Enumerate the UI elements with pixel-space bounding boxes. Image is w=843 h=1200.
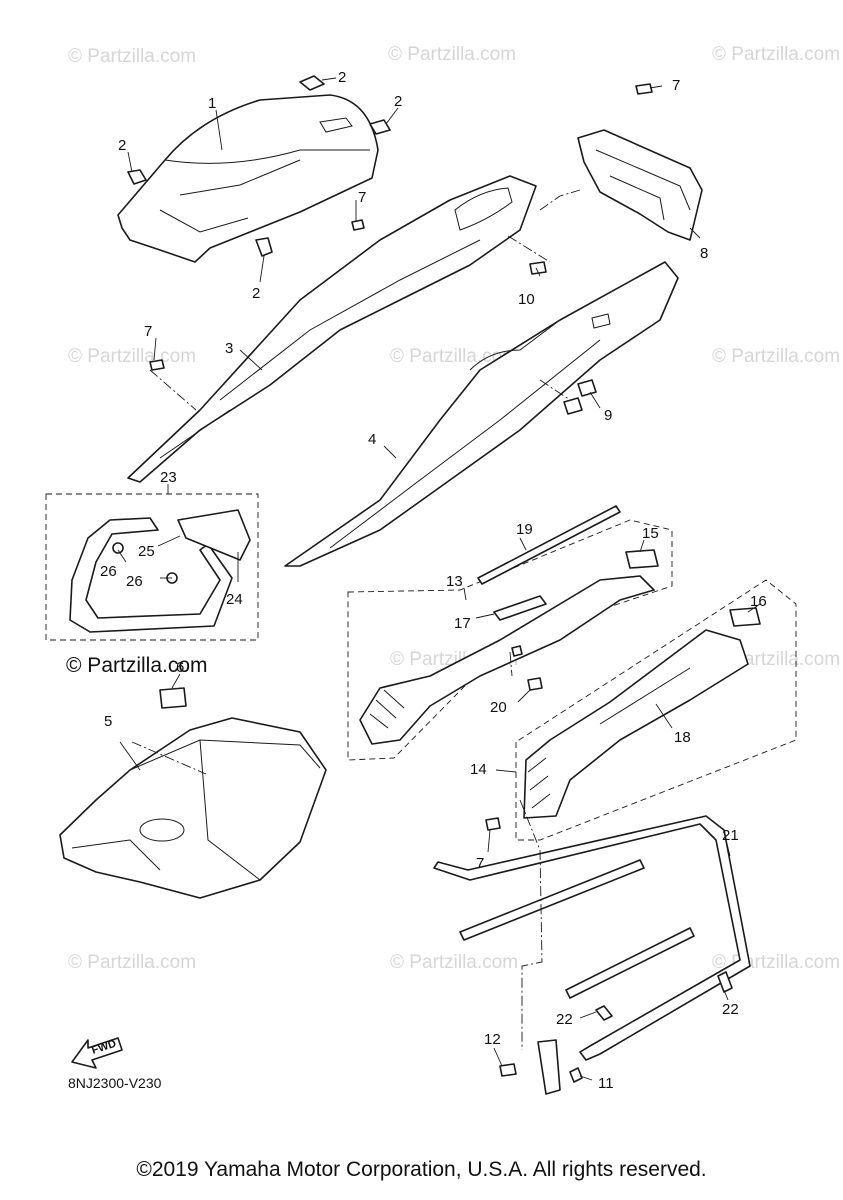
callout-3: 3 — [225, 340, 233, 357]
copyright-notice: ©2019 Yamaha Motor Corporation, U.S.A. A… — [136, 1158, 707, 1181]
callout-2: 2 — [118, 137, 126, 154]
callout-7: 7 — [358, 189, 366, 206]
callout-26: 26 — [126, 573, 143, 590]
watermark-prominent: © Partzilla.com — [66, 654, 208, 677]
part-12-bolt[interactable] — [499, 1063, 517, 1077]
callout-24: 24 — [226, 591, 243, 608]
callout-7: 7 — [144, 323, 152, 340]
part-23-group-box — [45, 493, 259, 641]
watermark: © Partzilla.com — [68, 346, 196, 367]
watermark: © Partzilla.com — [712, 44, 840, 65]
assembly-guides — [131, 189, 581, 1050]
callout-4: 4 — [368, 431, 376, 448]
diagram-code: 8NJ2300-V230 — [68, 1075, 162, 1091]
callout-22: 22 — [722, 1001, 739, 1018]
part-13-inner-liner[interactable] — [359, 575, 655, 745]
callout-2: 2 — [252, 285, 260, 302]
callout-12: 12 — [484, 1031, 501, 1048]
callout-10: 10 — [518, 291, 535, 308]
part-3-left-panel[interactable] — [127, 175, 537, 483]
watermark: © Partzilla.com — [390, 346, 518, 367]
fwd-arrow-icon: FWD — [71, 1037, 123, 1069]
watermark: © Partzilla.com — [68, 46, 196, 67]
watermark: © Partzilla.com — [712, 346, 840, 367]
part-12-bracket[interactable] — [537, 1039, 561, 1095]
part-14-side-liner[interactable] — [523, 629, 749, 819]
callout-9: 9 — [604, 407, 612, 424]
watermark: © Partzilla.com — [68, 952, 196, 973]
watermark: © Partzilla.com — [390, 952, 518, 973]
leader-lines — [117, 77, 761, 1081]
callout-21: 21 — [722, 827, 739, 844]
callout-8: 8 — [700, 245, 708, 262]
part-1-top-cover[interactable] — [117, 94, 379, 263]
callout-23: 23 — [160, 469, 177, 486]
part-6-sticker[interactable] — [159, 687, 187, 709]
part-19-strip[interactable] — [477, 505, 621, 585]
callouts: 1 2 2 2 2 3 4 5 6 7 7 7 7 8 9 10 11 12 1… — [100, 69, 767, 1092]
callout-17: 17 — [454, 615, 471, 632]
callout-16: 16 — [750, 593, 767, 610]
watermark: © Partzilla.com — [388, 44, 516, 65]
callout-7: 7 — [672, 77, 680, 94]
callout-15: 15 — [642, 525, 659, 542]
callout-5: 5 — [104, 713, 112, 730]
callout-6: 6 — [176, 659, 184, 676]
part-2-clips[interactable] — [127, 75, 391, 257]
callout-20: 20 — [490, 699, 507, 716]
part-15-sticker[interactable] — [625, 549, 659, 569]
part-21-tubes[interactable] — [433, 815, 751, 1061]
callout-22: 22 — [556, 1011, 573, 1028]
part-23-handle[interactable] — [69, 509, 251, 633]
fasteners[interactable] — [149, 83, 653, 831]
part-8-rear-bracket[interactable] — [577, 129, 703, 241]
part-17-sticker[interactable] — [493, 595, 547, 621]
callout-2: 2 — [394, 93, 402, 110]
callout-25: 25 — [138, 543, 155, 560]
callout-19: 19 — [516, 521, 533, 538]
callout-18: 18 — [674, 729, 691, 746]
callout-13: 13 — [446, 573, 463, 590]
callout-2: 2 — [338, 69, 346, 86]
part-5-storage-tub[interactable] — [59, 717, 327, 899]
callout-1: 1 — [208, 95, 216, 112]
callout-11: 11 — [598, 1075, 614, 1092]
part-11-nut[interactable] — [569, 1067, 583, 1083]
part-14-group-box — [515, 579, 797, 841]
part-22-clips[interactable] — [595, 971, 733, 1021]
callout-14: 14 — [470, 761, 487, 778]
part-16-sticker[interactable] — [729, 607, 761, 627]
callout-26: 26 — [100, 563, 117, 580]
callout-7: 7 — [476, 855, 484, 872]
part-4-right-panel[interactable] — [284, 261, 679, 567]
